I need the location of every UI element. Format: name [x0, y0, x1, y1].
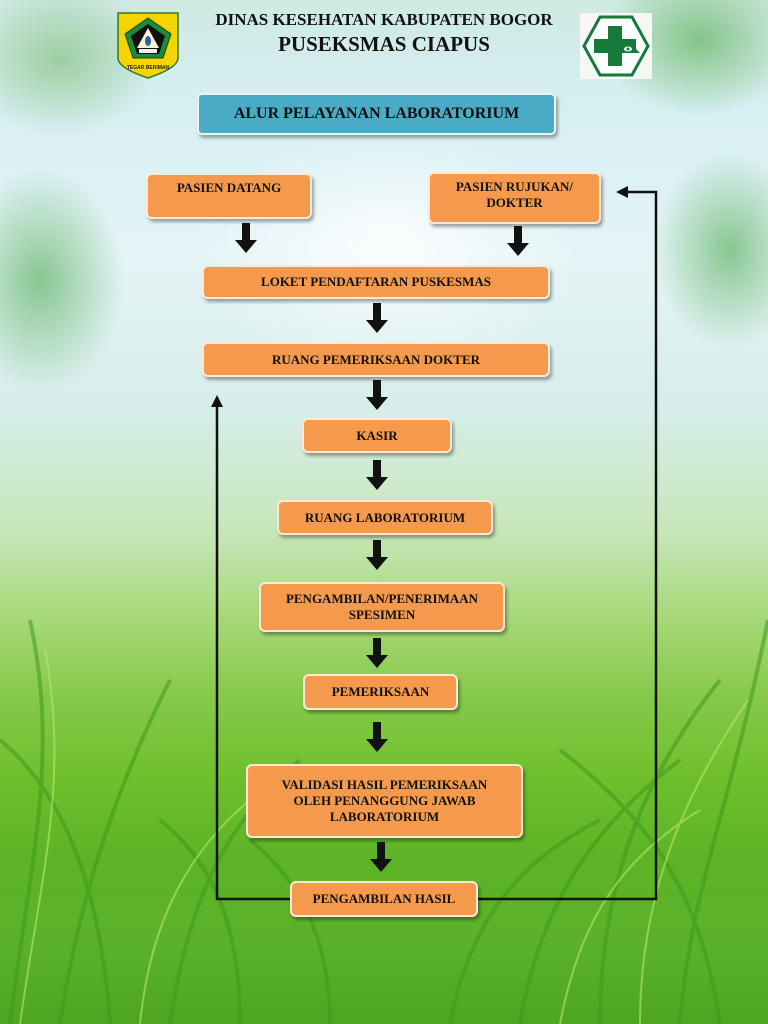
arrow-down-icon	[366, 303, 388, 333]
node-pemeriksaan: PEMERIKSAAN	[303, 674, 458, 710]
node-ruang-laboratorium: RUANG LABORATORIUM	[277, 500, 493, 535]
page-title: ALUR PELAYANAN LABORATORIUM	[197, 93, 556, 135]
arrow-down-icon	[235, 223, 257, 253]
arrow-down-icon	[366, 722, 388, 752]
node-label-line: LABORATORIUM	[329, 809, 440, 824]
node-pasien-datang: PASIEN DATANG	[146, 173, 312, 219]
node-kasir: KASIR	[302, 418, 452, 453]
puskesmas-logo-icon	[580, 13, 652, 79]
node-label: PASIEN DATANG	[176, 180, 282, 195]
node-label: KASIR	[356, 427, 398, 443]
loop-arrowhead-left	[211, 395, 223, 407]
arrow-down-icon	[507, 226, 529, 256]
node-label: RUANG PEMERIKSAAN DOKTER	[271, 351, 480, 367]
node-pasien-rujukan: PASIEN RUJUKAN/ DOKTER	[428, 172, 601, 224]
arrow-down-icon	[370, 842, 392, 872]
node-ruang-pemeriksaan-dokter: RUANG PEMERIKSAAN DOKTER	[202, 342, 550, 377]
node-label-line: PASIEN RUJUKAN/	[455, 179, 574, 194]
node-validasi-hasil: VALIDASI HASIL PEMERIKSAAN OLEH PENANGGU…	[246, 764, 523, 838]
emblem-motto: TEGAR BERIMAN	[127, 65, 170, 71]
agency-name: DINAS KESEHATAN KABUPATEN BOGOR	[215, 10, 553, 29]
node-label-line: SPESIMEN	[348, 607, 416, 622]
node-label-line: OLEH PENANGGUNG JAWAB	[293, 793, 476, 808]
node-loket-pendaftaran: LOKET PENDAFTARAN PUSKESMAS	[202, 265, 550, 299]
kabupaten-bogor-emblem-icon: TEGAR BERIMAN	[115, 10, 181, 80]
arrow-down-icon	[366, 638, 388, 668]
facility-name: PUSEKSMAS CIAPUS	[278, 32, 490, 56]
node-label: RUANG LABORATORIUM	[304, 509, 466, 525]
node-label: PEMERIKSAAN	[331, 684, 430, 699]
arrow-down-icon	[366, 460, 388, 490]
loop-arrowhead-right	[616, 186, 628, 198]
node-label: PENGAMBILAN HASIL	[312, 891, 456, 906]
node-label-line: VALIDASI HASIL PEMERIKSAAN	[281, 777, 488, 792]
node-pengambilan-hasil: PENGAMBILAN HASIL	[290, 881, 478, 917]
node-label-line: PENGAMBILAN/PENERIMAAN	[285, 591, 479, 606]
node-label: LOKET PENDAFTARAN PUSKESMAS	[261, 274, 491, 289]
arrow-down-icon	[366, 540, 388, 570]
node-pengambilan-spesimen: PENGAMBILAN/PENERIMAAN SPESIMEN	[259, 582, 505, 632]
node-label-line: DOKTER	[486, 195, 543, 210]
arrow-down-icon	[366, 380, 388, 410]
